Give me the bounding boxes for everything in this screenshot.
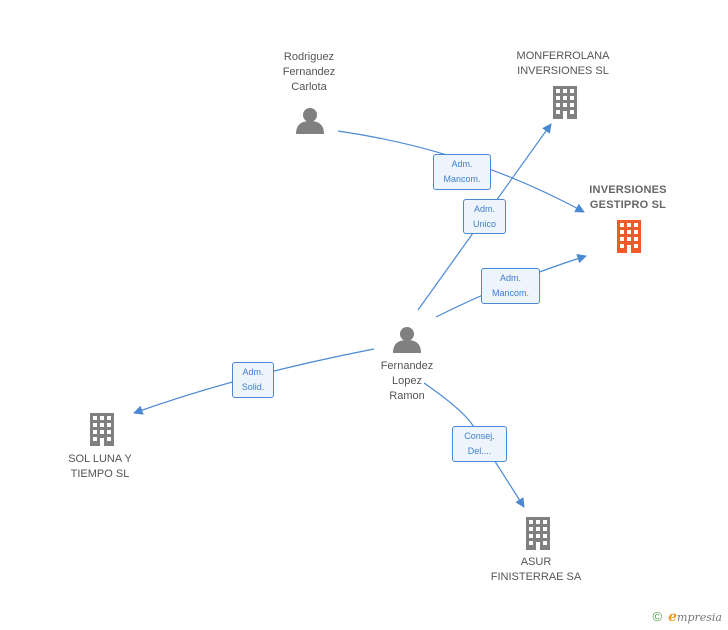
node-rodriguez[interactable]: Rodriguez Fernandez Carlota	[262, 50, 356, 95]
node-rodriguez-line3: Carlota	[291, 81, 327, 93]
edge-label-line2: Solid.	[241, 382, 265, 392]
edge-label-rodriguez-inversiones[interactable]: Adm. Mancom.	[433, 154, 491, 190]
edge-label-line1: Adm.	[451, 159, 473, 169]
person-icon-fernandez	[393, 327, 421, 353]
edge-label-line1: Adm.	[473, 204, 495, 214]
node-fernandez-line3: Ramon	[389, 390, 425, 402]
node-inversiones-line1: INVERSIONES	[589, 184, 667, 196]
brand-name: mpresia	[677, 611, 722, 624]
node-monferrolana-line2: INVERSIONES SL	[517, 65, 609, 77]
edge-label-line1: Adm.	[499, 273, 521, 283]
node-rodriguez-line1: Rodriguez	[283, 51, 335, 63]
edge-label-line1: Consej.	[464, 431, 495, 441]
node-monferrolana[interactable]: MONFERROLANA INVERSIONES SL	[498, 49, 628, 79]
footer-brand: © empresia	[652, 609, 722, 625]
brand-logo: empresia	[668, 609, 722, 625]
building-icon-inversiones	[617, 220, 641, 253]
person-icon-rodriguez	[296, 108, 324, 134]
edge-label-line2: Mancom.	[443, 174, 481, 184]
edge-label-fernandez-asur[interactable]: Consej. Del....	[452, 426, 507, 462]
edge-label-fernandez-monferrolana[interactable]: Adm. Unico	[463, 199, 506, 234]
node-monferrolana-line1: MONFERROLANA	[516, 50, 610, 62]
node-sol-line2: TIEMPO SL	[70, 468, 130, 480]
building-icon-monferrolana	[553, 86, 577, 119]
edge-label-line2: Unico	[472, 219, 496, 229]
node-inversiones[interactable]: INVERSIONES GESTIPRO SL	[570, 183, 686, 213]
copyright-symbol: ©	[652, 609, 663, 624]
brand-initial: e	[668, 609, 678, 625]
node-fernandez-line1: Fernandez	[380, 360, 434, 372]
node-sol[interactable]: SOL LUNA Y TIEMPO SL	[50, 452, 150, 482]
edge-label-fernandez-sol[interactable]: Adm. Solid.	[232, 362, 274, 398]
node-asur-line1: ASUR	[520, 556, 552, 568]
node-asur-line2: FINISTERRAE SA	[490, 571, 582, 583]
node-inversiones-line2: GESTIPRO SL	[589, 199, 667, 211]
edge-label-line2: Del....	[467, 446, 492, 456]
node-asur[interactable]: ASUR FINISTERRAE SA	[476, 555, 596, 585]
node-fernandez[interactable]: Fernandez Lopez Ramon	[360, 359, 454, 404]
node-fernandez-line2: Lopez	[392, 375, 422, 387]
node-rodriguez-line2: Fernandez	[282, 66, 336, 78]
node-sol-line1: SOL LUNA Y	[68, 453, 132, 465]
edge-label-fernandez-inversiones[interactable]: Adm. Mancom.	[481, 268, 540, 304]
edge-label-line2: Mancom.	[491, 288, 529, 298]
building-icon-sol	[90, 413, 114, 446]
building-icon-asur	[526, 517, 550, 550]
edge-label-line1: Adm.	[242, 367, 264, 377]
